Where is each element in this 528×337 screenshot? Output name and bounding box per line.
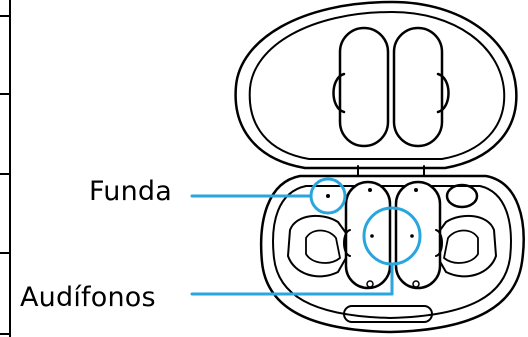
callout-case [192, 179, 345, 213]
earbuds-label: Audífonos [20, 284, 156, 311]
case-base [261, 176, 523, 332]
case-lid [236, 2, 517, 176]
case-label: Funda [89, 178, 172, 205]
